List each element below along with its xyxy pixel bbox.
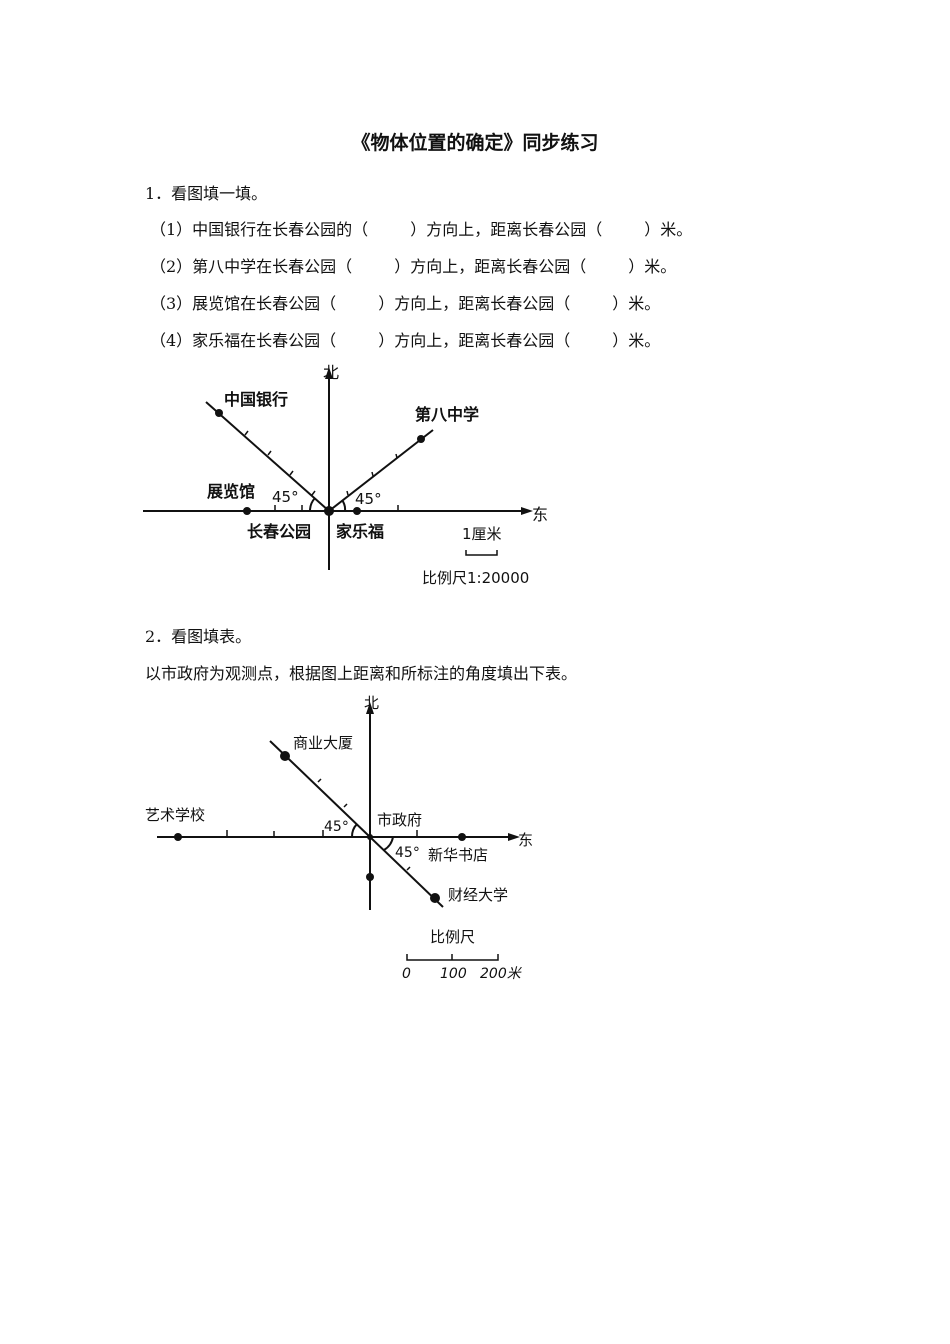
east-label: 东 — [532, 505, 548, 524]
north-label: 北 — [323, 363, 339, 382]
scale-title: 比例尺 — [430, 928, 475, 946]
question-2-heading: 2．看图填表。 — [145, 627, 252, 646]
question-1-heading: 1．看图填一填。 — [145, 184, 268, 203]
label-mall: 商业大厦 — [293, 734, 353, 752]
label-carrefour: 家乐福 — [336, 522, 384, 541]
label-bookstore: 新华书店 — [428, 846, 488, 864]
scale-tick-200: 200米 — [480, 966, 523, 982]
point-park — [324, 506, 334, 516]
point-carrefour — [353, 507, 361, 515]
question-1-item-4: （4）家乐福在长春公园（）方向上，距离长春公园（）米。 — [150, 331, 661, 350]
label-exhibition: 展览馆 — [207, 482, 255, 501]
north-label: 北 — [364, 694, 379, 712]
point-south — [366, 873, 374, 881]
angle-left-label: 45° — [272, 488, 299, 506]
question-1-item-3: （3）展览馆在长春公园（）方向上，距离长春公园（）米。 — [150, 294, 661, 313]
angle-right-label: 45° — [355, 490, 382, 508]
question-2-instruction: 以市政府为观测点，根据图上距离和所标注的角度填出下表。 — [145, 664, 578, 683]
label-bank: 中国银行 — [224, 390, 288, 409]
question-1-item-1: （1）中国银行在长春公园的（）方向上，距离长春公园（）米。 — [150, 220, 693, 239]
scale-tick-100: 100 — [440, 966, 467, 982]
label-university: 财经大学 — [448, 886, 508, 904]
label-school8: 第八中学 — [415, 405, 479, 424]
point-school8 — [417, 435, 425, 443]
point-mall — [280, 751, 290, 761]
point-exhibition — [243, 507, 251, 515]
label-city-hall: 市政府 — [377, 811, 422, 829]
angle-left-label: 45° — [324, 819, 349, 835]
page-title: 《物体位置的确定》同步练习 — [351, 132, 599, 154]
scale-unit-label: 1厘米 — [462, 525, 502, 543]
point-university — [430, 893, 440, 903]
scale-ratio-label: 比例尺1:20000 — [422, 569, 529, 587]
point-bank — [215, 409, 223, 417]
point-art-school — [174, 833, 182, 841]
question-1-item-2: （2）第八中学在长春公园（）方向上，距离长春公园（）米。 — [150, 257, 677, 276]
diagram-1-position-map: 北 东 中国银行 第八中学 展览馆 45° 45° 长春公园 家乐福 1厘米 比… — [143, 363, 548, 587]
angle-right-label: 45° — [395, 845, 420, 861]
scale-tick-0: 0 — [402, 966, 411, 982]
label-park: 长春公园 — [247, 522, 311, 541]
point-city-hall — [367, 834, 373, 840]
point-bookstore — [458, 833, 466, 841]
label-art-school: 艺术学校 — [145, 806, 205, 824]
east-label: 东 — [518, 831, 533, 849]
diagram-2-position-map: 北 东 商业大厦 艺术学校 市政府 45° 45° 新华书店 财经大学 比例尺 … — [145, 694, 533, 982]
